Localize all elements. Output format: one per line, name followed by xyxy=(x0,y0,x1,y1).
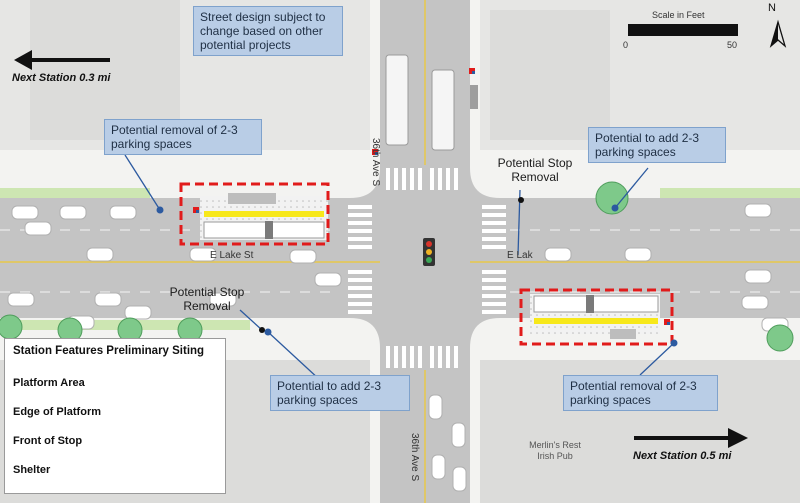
callout-removal-west: Potential removal of 2-3 parking spaces xyxy=(104,119,262,155)
west-station xyxy=(179,182,330,246)
scale-title: Scale in Feet xyxy=(652,10,705,20)
callout-removal-east: Potential removal of 2-3 parking spaces xyxy=(563,375,718,411)
legend-item-shelter: Shelter xyxy=(13,464,51,476)
next-station-east: Next Station 0.5 mi xyxy=(633,450,732,462)
design-note: Street design subject to change based on… xyxy=(193,6,343,56)
east-station xyxy=(519,288,674,346)
parked-item xyxy=(470,85,478,109)
north-label: N xyxy=(768,2,776,14)
street-label-lake-east: E Lak xyxy=(507,250,533,261)
callout-add-east: Potential to add 2-3 parking spaces xyxy=(588,127,726,163)
street-label-ave-south: 36th Ave S xyxy=(409,433,420,482)
callout-add-south: Potential to add 2-3 parking spaces xyxy=(270,375,410,411)
scale-bar xyxy=(628,24,738,36)
legend-item-platform-area: Platform Area xyxy=(13,377,85,389)
bus-stop-flag-icons xyxy=(193,68,670,325)
scale-min: 0 xyxy=(623,40,629,50)
crosswalk-west xyxy=(348,205,372,314)
stop-removal-east-label: Potential Stop Removal xyxy=(497,156,573,184)
crosswalk-north xyxy=(386,168,458,190)
arrow-east-icon xyxy=(634,428,748,448)
bus-north-1 xyxy=(385,54,409,146)
crosswalk-east xyxy=(482,205,506,314)
scale-max: 50 xyxy=(727,40,738,50)
leader-dots xyxy=(156,197,678,347)
stop-removal-west-label: Potential Stop Removal xyxy=(169,285,245,313)
street-label-lake-west: E Lake St xyxy=(210,250,254,261)
next-station-west: Next Station 0.3 mi xyxy=(12,72,111,84)
bus-north-2 xyxy=(431,69,455,151)
legend-item-front-of-stop: Front of Stop xyxy=(13,435,83,447)
legend-item-edge-of-platform: Edge of Platform xyxy=(13,406,102,418)
grass-ne xyxy=(660,188,800,198)
grass-nw xyxy=(0,188,150,198)
crosswalk-south xyxy=(386,346,458,368)
legend: Station Features Preliminary Siting Plat… xyxy=(4,338,226,494)
north-arrow-icon xyxy=(769,19,787,48)
legend-title: Station Features Preliminary Siting xyxy=(13,345,205,357)
arrow-west-icon xyxy=(14,50,110,70)
poi-pub: Merlin's Rest Irish Pub xyxy=(529,440,581,461)
parked-cars xyxy=(7,203,789,492)
building-nw xyxy=(30,0,180,140)
tree-icons xyxy=(0,181,794,352)
building-ne xyxy=(490,10,610,140)
traffic-signal-icon xyxy=(423,238,435,266)
street-label-ave-north: 36th Ave S xyxy=(370,138,381,187)
